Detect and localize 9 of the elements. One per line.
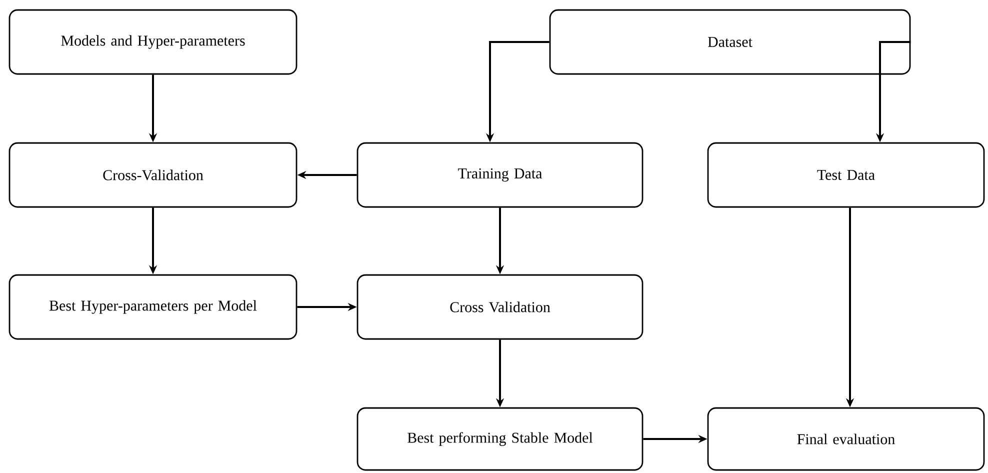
process-box: Best performing Stable Model	[356, 407, 644, 471]
process-box: Cross Validation	[356, 274, 644, 340]
process-box: Cross-Validation	[8, 142, 298, 208]
process-box: Test Data	[707, 142, 985, 208]
process-box: Dataset	[549, 9, 911, 75]
process-box: Final evaluation	[707, 407, 985, 471]
process-box: Models and Hyper-parameters	[8, 9, 298, 75]
process-box: Best Hyper-parameters per Model	[8, 274, 298, 340]
process-box: Training Data	[356, 142, 644, 208]
